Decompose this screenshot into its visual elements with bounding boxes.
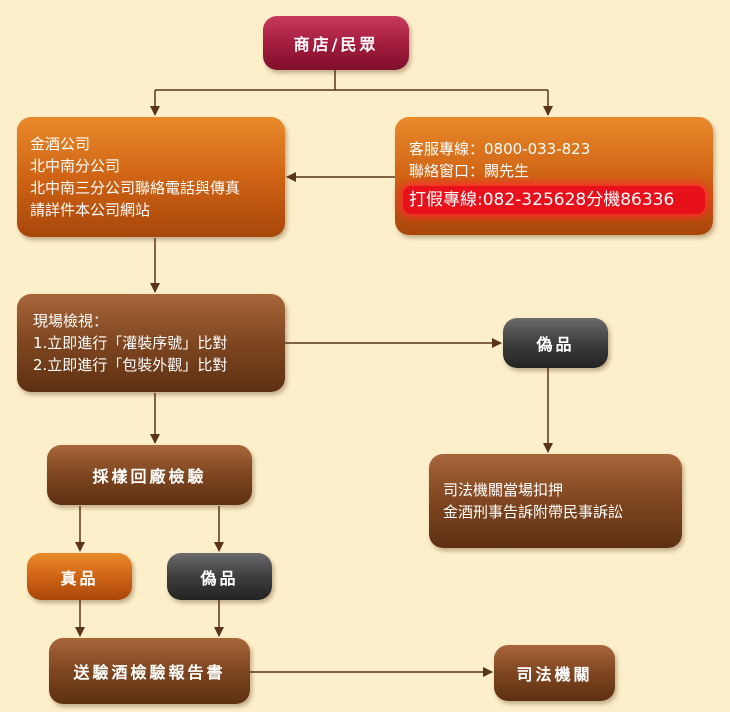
node-report: 送驗酒檢驗報告書 [49,638,250,704]
node-service: 客服專線：0800-033-823 聯絡窗口：闕先生 打假專線:082-3256… [395,117,713,235]
node-genuine-label: 真品 [60,568,99,588]
service-line: 客服專線：0800-033-823 [409,140,591,158]
node-sample: 採樣回廠檢驗 [47,445,252,505]
node-judicial-label: 司法機關 [516,665,593,684]
hotline-banner: 打假專線:082-325628分機86336 [403,186,705,214]
node-genuine: 真品 [27,553,132,600]
company-line-1: 金酒公司 [30,135,91,153]
inspect-step-1: 1.立即進行「灌裝序號」比對 [33,334,228,352]
judicial-action-line-2: 金酒刑事告訴附帶民事訴訟 [443,503,624,521]
node-report-label: 送驗酒檢驗報告書 [73,663,226,682]
inspect-title: 現場檢視： [33,312,109,330]
inspect-step-2: 2.立即進行「包裝外觀」比對 [33,356,228,374]
company-line-2: 北中南分公司 [30,157,121,175]
judicial-action-line-1: 司法機關當場扣押 [443,481,564,499]
node-inspect: 現場檢視： 1.立即進行「灌裝序號」比對 2.立即進行「包裝外觀」比對 [17,294,285,392]
node-fake-top: 偽品 [503,318,608,368]
company-line-3: 北中南三分公司聯絡電話與傳真 [30,179,241,197]
node-judicial: 司法機關 [494,645,615,701]
company-line-4: 請詳件本公司網站 [30,201,151,219]
node-company: 金酒公司 北中南分公司 北中南三分公司聯絡電話與傳真 請詳件本公司網站 [17,117,285,237]
node-start-label: 商店/民眾 [293,35,379,54]
node-judicial-action: 司法機關當場扣押 金酒刑事告訴附帶民事訴訟 [429,454,682,548]
node-fake-top-label: 偽品 [536,335,575,354]
node-fake-bottom-label: 偽品 [200,568,239,588]
node-fake-bottom: 偽品 [167,553,272,600]
node-sample-label: 採樣回廠檢驗 [92,467,207,486]
service-contact: 聯絡窗口：闕先生 [409,162,530,180]
node-start: 商店/民眾 [263,16,409,70]
